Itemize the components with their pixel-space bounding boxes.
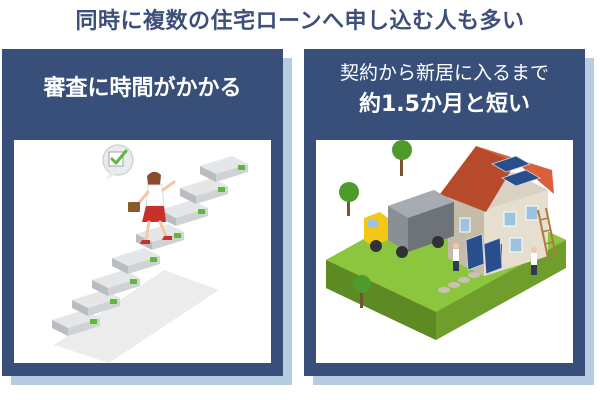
stair-steps <box>52 156 248 336</box>
stairs-svg <box>52 144 248 363</box>
house-svg <box>326 140 566 340</box>
stone-path <box>438 272 480 293</box>
stair-step-5 <box>136 224 184 250</box>
right-panel: 契約から新居に入るまで 約1.5か月と短い <box>304 49 585 376</box>
left-panel: 審査に時間がかかる <box>2 49 283 376</box>
right-panel-heading-line2: 約1.5か月と短い <box>359 92 530 117</box>
tree-icon <box>339 182 359 216</box>
right-panel-heading-line1: 契約から新居に入るまで <box>339 62 549 84</box>
page-title: 同時に複数の住宅ローンへ申し込む人も多い <box>75 9 525 34</box>
stair-step-3 <box>92 270 140 296</box>
businesswoman-figure <box>128 171 176 244</box>
worker-figure <box>531 247 537 275</box>
left-panel-heading: 審査に時間がかかる <box>43 76 242 101</box>
stair-step-4 <box>112 248 160 274</box>
checkmark-bubble-icon <box>102 144 134 180</box>
house-moving-illustration <box>316 140 573 363</box>
worker-figure <box>453 243 459 271</box>
stair-step-6 <box>160 200 208 226</box>
stairs-illustration <box>14 140 271 363</box>
moving-truck <box>364 190 454 258</box>
tree-icon <box>353 275 371 308</box>
solar-panel-ground <box>465 233 503 275</box>
tree-icon <box>392 140 412 176</box>
stair-step-7 <box>180 178 228 204</box>
stairs-shadow <box>54 270 219 363</box>
ladder <box>537 207 557 259</box>
stair-step-8 <box>200 156 248 182</box>
